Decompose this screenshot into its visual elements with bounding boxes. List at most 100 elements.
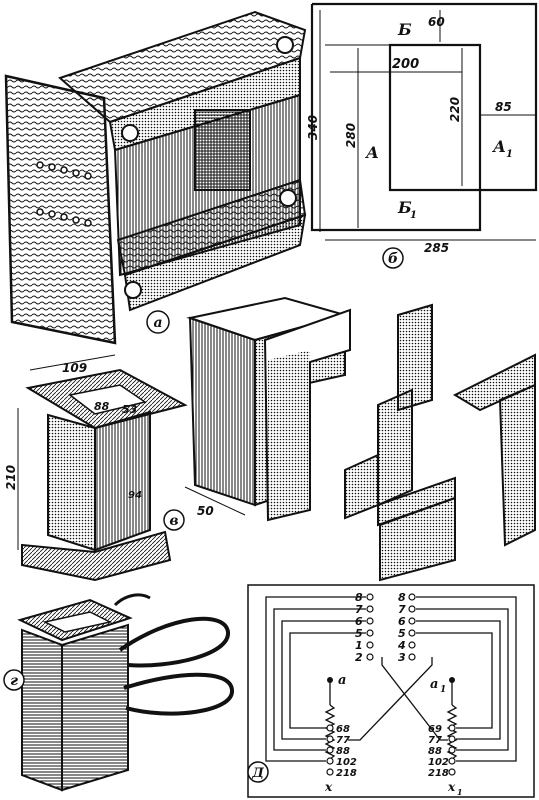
winding-tap-loops: [265, 596, 517, 762]
winding-tap-218: 218: [428, 768, 449, 779]
left-terminal-post: [366, 593, 374, 601]
dim-94: 94: [128, 490, 142, 501]
left-tap-loop: [265, 596, 366, 762]
dim-88: 88: [94, 400, 110, 413]
dim-280: 280: [344, 123, 358, 148]
panel-d-tag: Д: [251, 766, 264, 781]
left-terminal-post: [366, 653, 374, 661]
right-tap-loop: [416, 596, 517, 762]
right-terminal-post: [408, 653, 416, 661]
label-A-left: А: [365, 143, 379, 162]
left-tap-loop: [281, 620, 366, 740]
left-terminal-5: 5: [355, 627, 363, 640]
winding-tap-102: 102: [428, 757, 449, 768]
left-terminal-8: 8: [355, 591, 363, 604]
wire-loop-lower: [123, 672, 234, 716]
svg-text:Б: Б: [397, 198, 412, 217]
left-winding-start: a: [338, 673, 346, 688]
wire-loop-upper: [118, 616, 230, 668]
right-winding-end: x: [447, 780, 456, 794]
bottom-rail-front: [123, 213, 307, 312]
schematic-frame: [247, 584, 535, 798]
winding-tap-77: 77: [428, 735, 442, 746]
right-terminal-post: [408, 617, 416, 625]
winding-tap-post: [448, 746, 456, 754]
panel-a-tag: а: [153, 315, 162, 331]
dim-50: 50: [197, 504, 214, 518]
winding-tap-218: 218: [336, 768, 357, 779]
coil-front: [61, 623, 129, 792]
winding-tap-post: [326, 768, 334, 776]
left-winding-end: x: [324, 780, 333, 794]
svg-text:А: А: [492, 137, 506, 156]
wooden-terminal-plate: [4, 74, 117, 345]
panel-v-tag: в: [169, 513, 178, 529]
svg-text:1: 1: [410, 210, 417, 221]
winding-tap-post: [326, 746, 334, 754]
svg-text:1: 1: [457, 787, 463, 797]
right-terminal-4: 4: [397, 639, 406, 652]
right-winding-start: a: [430, 677, 438, 692]
bolts: [121, 36, 297, 299]
panel-g-wound-coil: г: [3, 593, 234, 792]
crossing-leads: [348, 657, 448, 741]
right-terminal-5: 5: [398, 627, 406, 640]
panel-v-bobbin: 109 88 53 210 94 в: [4, 354, 188, 582]
winding-tap-68: 68: [336, 724, 350, 735]
winding-tap-post: [448, 735, 456, 743]
right-terminal-post: [408, 641, 416, 649]
panel-b-tag: б: [388, 251, 398, 267]
dim-85: 85: [495, 100, 512, 114]
dim-210: 210: [4, 465, 18, 490]
dim-340: 340: [306, 115, 320, 140]
svg-text:1: 1: [506, 149, 513, 160]
panel-g-tag: г: [10, 673, 18, 689]
plate-outline: [310, 2, 538, 232]
bobbin-bottom-flange: [21, 530, 172, 582]
dimension-lines: [319, 10, 536, 241]
dim-220: 220: [448, 97, 462, 122]
panel-a-tag-circle: [146, 310, 170, 334]
right-terminal-6: 6: [398, 615, 406, 628]
loose-l-pieces: [344, 303, 536, 582]
winding-tap-88: 88: [336, 746, 350, 757]
panel-v-tag-circle: [163, 509, 185, 531]
right-tap-loop: [416, 620, 501, 740]
panel-a-assembled-transformer: а: [4, 10, 307, 345]
winding-tap-77: 77: [336, 735, 350, 746]
left-terminal-2: 2: [355, 651, 363, 664]
winding-tap-post: [448, 724, 456, 732]
right-terminal-post: [408, 605, 416, 613]
right-terminal-7: 7: [398, 603, 406, 616]
terminal-screws: [36, 161, 92, 227]
left-tap-loop: [289, 632, 366, 729]
left-terminal-7: 7: [355, 603, 363, 616]
panel-d-tag-circle: [247, 761, 269, 783]
coil-window: [194, 109, 251, 191]
right-terminal-post: [408, 593, 416, 601]
right-terminal-post: [408, 629, 416, 637]
dim-285: 285: [424, 241, 449, 255]
right-terminal-3: 3: [398, 651, 406, 664]
winding-tap-post: [448, 757, 456, 765]
panel-g-tag-circle: [3, 669, 25, 691]
label-B-top: Б: [397, 20, 412, 39]
dim-53: 53: [122, 403, 138, 416]
panel-b-lamination-drawing: Б 60 200 85 340 280 220 А А 1 Б 1 285 б: [306, 2, 538, 269]
svg-text:1: 1: [440, 685, 446, 695]
right-tap-loop: [416, 632, 493, 729]
coil-side: [21, 628, 63, 792]
winding-tap-88: 88: [428, 746, 442, 757]
dim-60: 60: [428, 15, 445, 29]
winding-tap-102: 102: [336, 757, 357, 768]
left-terminal-6: 6: [355, 615, 363, 628]
lamination-stack: 50: [184, 296, 351, 522]
left-terminal-post: [366, 605, 374, 613]
